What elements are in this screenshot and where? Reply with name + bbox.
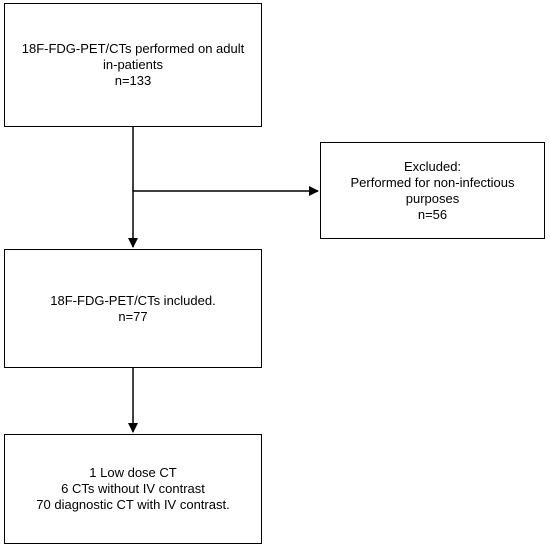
excluded-box: Excluded: Performed for non-infectious p… [320, 142, 545, 239]
excluded-count: n=56 [417, 206, 448, 222]
enrolled-count: n=133 [114, 73, 152, 88]
breakdown-without-contrast: 6 CTs without IV contrast [61, 481, 205, 496]
excluded-reason-line-2: purposes [405, 190, 460, 206]
included-label: 18F-FDG-PET/CTs included. [50, 292, 216, 308]
included-box: 18F-FDG-PET/CTs included. n=77 [4, 249, 262, 368]
ct-breakdown-box: 1 Low dose CT 6 CTs without IV contrast … [4, 434, 262, 544]
excluded-reason-line-1: Performed for non-infectious [350, 174, 515, 190]
enrolled-box: 18F-FDG-PET/CTs performed on adult in-pa… [4, 3, 262, 127]
enrolled-line-2: in-patients [103, 57, 163, 72]
breakdown-with-contrast: 70 diagnostic CT with IV contrast. [36, 497, 230, 512]
breakdown-low-dose: 1 Low dose CT [89, 465, 177, 480]
excluded-heading: Excluded: [403, 158, 462, 174]
included-count: n=77 [118, 308, 148, 324]
enrolled-line-1: 18F-FDG-PET/CTs performed on adult [21, 41, 245, 56]
